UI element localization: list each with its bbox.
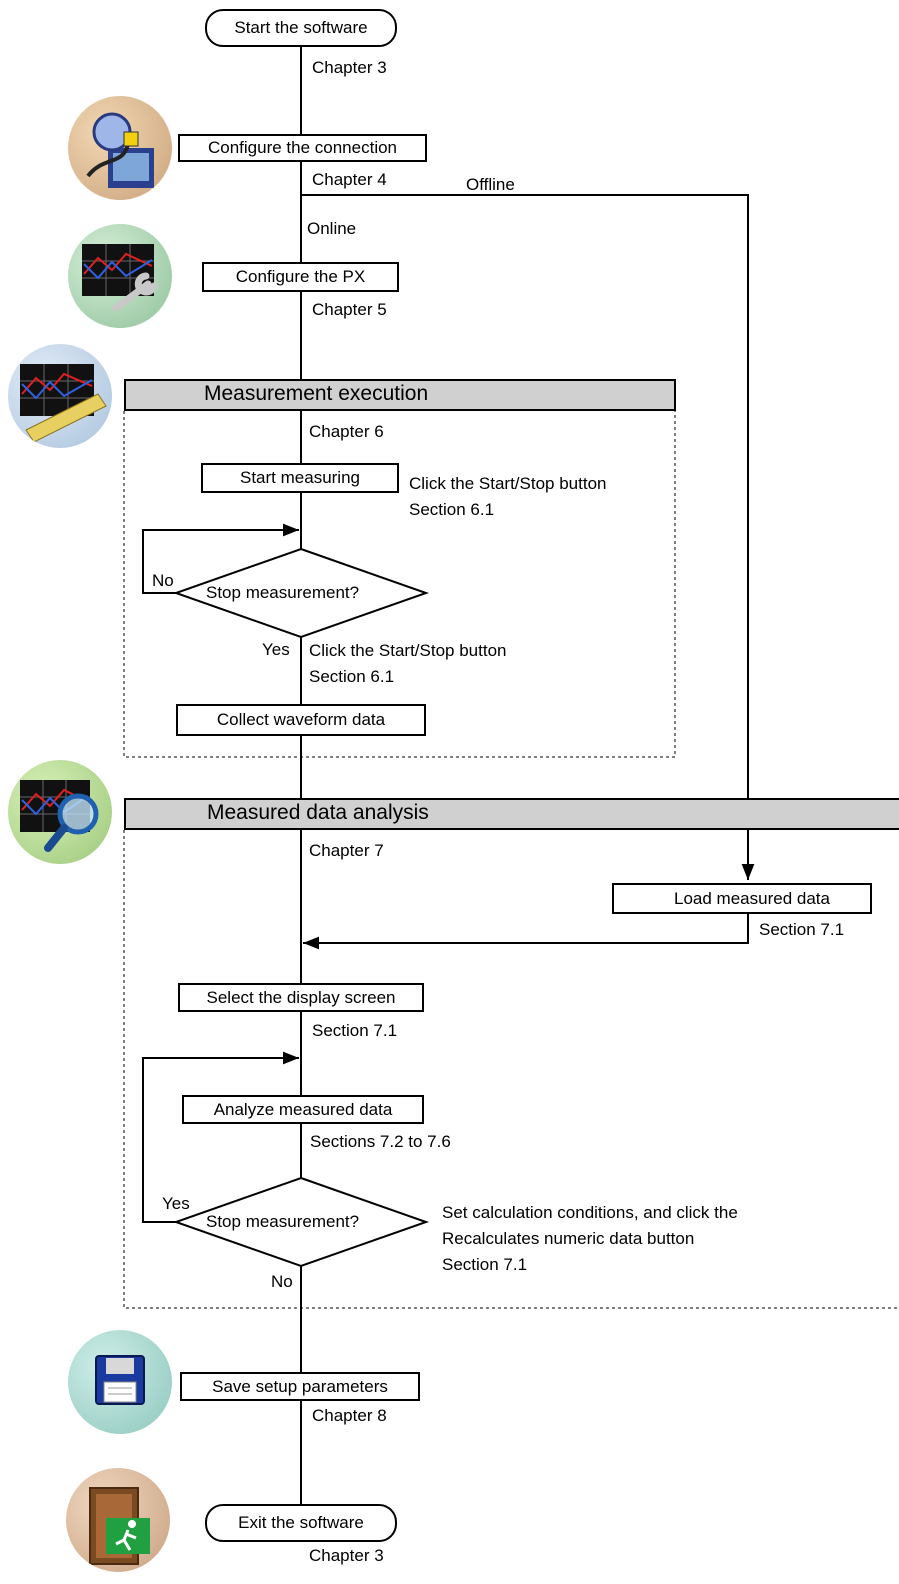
recalculate-note-line-3: Section 7.1 xyxy=(442,1255,528,1274)
configure-px-box: Configure the PX xyxy=(202,262,399,292)
section-6-1-label-b: Section 6.1 xyxy=(309,667,395,686)
chapter-4-label: Chapter 4 xyxy=(312,170,387,189)
collect-waveform-box: Collect waveform data xyxy=(176,704,426,736)
decision-1-label: Stop measurement? xyxy=(206,583,360,602)
chart-magnifier-icon xyxy=(8,760,112,864)
decision-diamond-1 xyxy=(172,547,430,639)
exit-software-terminal: Exit the software xyxy=(205,1504,397,1542)
section-7-1-load-label: Section 7.1 xyxy=(759,920,845,939)
no-label-1: No xyxy=(152,571,174,590)
yes-label-2: Yes xyxy=(162,1194,190,1213)
chapter-5-label: Chapter 5 xyxy=(312,300,387,319)
online-label: Online xyxy=(307,219,357,238)
offline-label: Offline xyxy=(466,175,515,194)
offline-branch-line xyxy=(301,194,755,880)
decision-2-label: Stop measurement? xyxy=(206,1212,360,1231)
floppy-disk-icon xyxy=(68,1330,172,1434)
decision-diamond-2 xyxy=(172,1176,430,1268)
chapter-6-label: Chapter 6 xyxy=(309,422,384,441)
load-measured-data-box: Load measured data xyxy=(612,883,872,914)
network-plug-icon xyxy=(68,96,172,200)
no-loop-arrow xyxy=(142,523,299,594)
chart-ruler-icon xyxy=(8,344,112,448)
chapter-7-label: Chapter 7 xyxy=(309,841,384,860)
chapter-3-bottom-label: Chapter 3 xyxy=(309,1546,384,1565)
start-measuring-box: Start measuring xyxy=(201,463,399,493)
yes-loop-arrow xyxy=(142,1051,299,1223)
recalculate-note-line-1: Set calculation conditions, and click th… xyxy=(442,1203,738,1222)
chart-wrench-icon xyxy=(68,224,172,328)
measurement-frame xyxy=(123,411,676,758)
configure-connection-box: Configure the connection xyxy=(178,134,427,162)
section-6-1-label-a: Section 6.1 xyxy=(409,500,495,519)
save-setup-box: Save setup parameters xyxy=(180,1372,420,1401)
measurement-execution-header: Measurement execution xyxy=(124,379,676,411)
chapter-3-top-label: Chapter 3 xyxy=(312,58,387,77)
emergency-exit-icon xyxy=(66,1468,170,1572)
yes-label-1: Yes xyxy=(262,640,290,659)
start-software-terminal: Start the software xyxy=(205,9,397,47)
load-return-arrow xyxy=(303,913,749,950)
start-stop-note-2: Click the Start/Stop button xyxy=(309,641,507,660)
sections-7-2-to-7-6-label: Sections 7.2 to 7.6 xyxy=(310,1132,451,1151)
chapter-8-label: Chapter 8 xyxy=(312,1406,387,1425)
section-7-1-select-label: Section 7.1 xyxy=(312,1021,398,1040)
start-stop-note-1: Click the Start/Stop button xyxy=(409,474,607,493)
recalculate-note-line-2: Recalculates numeric data button xyxy=(442,1229,695,1248)
analyze-measured-data-box: Analyze measured data xyxy=(182,1095,424,1124)
select-display-screen-box: Select the display screen xyxy=(178,983,424,1012)
measured-data-analysis-header: Measured data analysis xyxy=(124,798,899,830)
no-label-2: No xyxy=(271,1272,293,1291)
